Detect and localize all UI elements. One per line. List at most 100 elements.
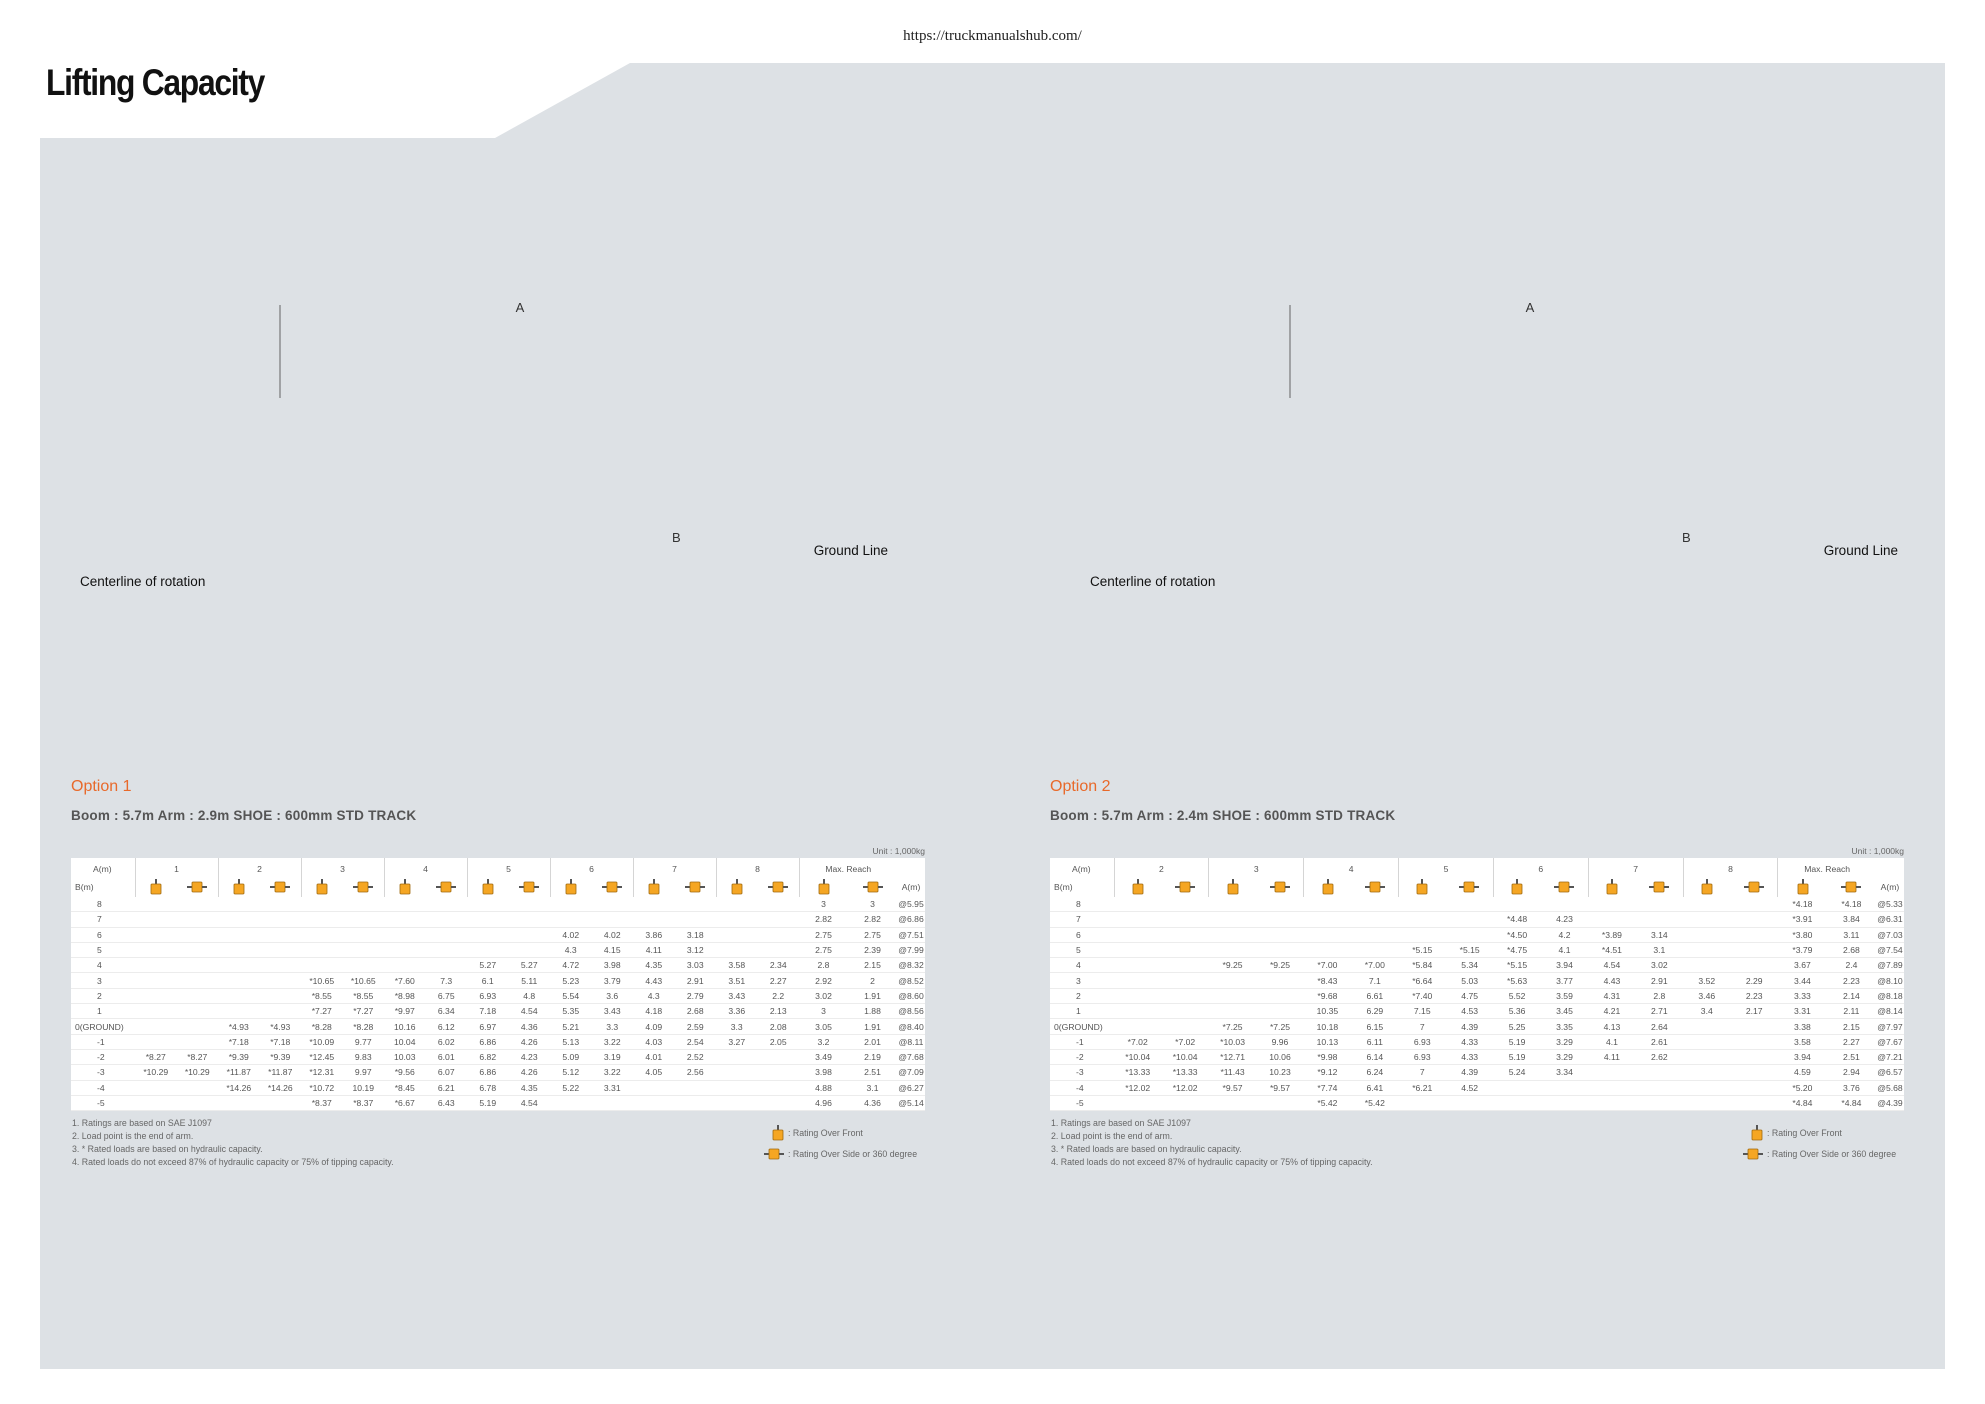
- capacity-cell: [1493, 1095, 1541, 1112]
- capacity-cell: 2.8: [1635, 988, 1684, 1005]
- a-axis-label: A(m): [93, 864, 112, 874]
- side-rating-icon: [343, 877, 385, 897]
- capacity-cell: [1208, 927, 1257, 943]
- capacity-cell: 3.1: [1635, 942, 1684, 959]
- capacity-cell: [1445, 897, 1494, 913]
- front-rating-icon: [1682, 877, 1731, 897]
- capacity-cell: 6.43: [425, 1095, 467, 1112]
- capacity-cell: [1730, 957, 1778, 974]
- option-1-section: Option 1 Boom : 5.7m Arm : 2.9m SHOE : 6…: [71, 778, 931, 1112]
- capacity-cell: [384, 942, 426, 959]
- capacity-cell: [1161, 988, 1209, 1005]
- capacity-cell: 2.27: [757, 972, 799, 989]
- capacity-cell: [218, 1003, 260, 1020]
- max-reach-cell: 2.14: [1826, 988, 1876, 1005]
- max-reach-cell: @6.57: [1875, 1064, 1904, 1081]
- capacity-cell: [1114, 897, 1162, 913]
- capacity-cell: 4.36: [508, 1018, 550, 1035]
- capacity-cell: *5.15: [1398, 942, 1446, 959]
- capacity-cell: *4.51: [1588, 942, 1636, 959]
- legend: : Rating Over Front : Rating Over Side o…: [1739, 1122, 1959, 1164]
- capacity-cell: 2.34: [757, 957, 799, 974]
- capacity-cell: 3.46: [1683, 988, 1731, 1005]
- capacity-cell: 3.19: [591, 1049, 633, 1066]
- capacity-cell: *10.65: [342, 972, 384, 989]
- capacity-cell: 3.18: [674, 927, 716, 943]
- capacity-cell: 6.93: [467, 988, 509, 1005]
- capacity-cell: 6.15: [1351, 1018, 1399, 1035]
- capacity-cell: [550, 897, 592, 913]
- capacity-cell: *6.64: [1398, 972, 1446, 989]
- reach-distance-header: A(m): [1880, 882, 1900, 892]
- capacity-cell: *9.12: [1303, 1064, 1352, 1081]
- capacity-cell: 6.14: [1351, 1049, 1399, 1066]
- column-header: 7: [1587, 858, 1684, 877]
- capacity-cell: [1114, 942, 1162, 959]
- side-rating-icon: [1351, 877, 1398, 897]
- capacity-cell: 4.72: [550, 957, 592, 974]
- capacity-cell: 4.26: [508, 1034, 550, 1050]
- capacity-cell: 3.29: [1540, 1034, 1589, 1050]
- max-reach-header: Max. Reach: [798, 858, 898, 877]
- b-axis-label: B(m): [1054, 882, 1073, 892]
- capacity-cell: *8.37: [301, 1095, 343, 1112]
- option-title: Option 2: [1050, 778, 1111, 795]
- column-header: 6: [549, 858, 633, 877]
- capacity-cell: [342, 957, 384, 974]
- capacity-cell: 4.33: [1445, 1049, 1494, 1066]
- capacity-cell: [1114, 911, 1162, 928]
- side-rating-icon: [1446, 877, 1493, 897]
- capacity-cell: [1730, 1080, 1778, 1096]
- capacity-cell: [176, 942, 218, 959]
- max-reach-cell: 3.94: [1777, 1049, 1827, 1066]
- capacity-cell: *7.60: [384, 972, 426, 989]
- max-reach-cell: 4.88: [799, 1080, 848, 1096]
- capacity-cell: [1256, 1095, 1304, 1112]
- max-reach-cell: 3.67: [1777, 957, 1827, 974]
- capacity-cell: 10.18: [1303, 1018, 1352, 1035]
- table-row: 8*4.18*4.18@5.33: [1050, 897, 1904, 913]
- capacity-cell: 4.2: [1540, 927, 1589, 943]
- max-reach-cell: 3.33: [1777, 988, 1827, 1005]
- capacity-cell: [218, 911, 260, 928]
- capacity-cell: [384, 957, 426, 974]
- capacity-cell: [1114, 927, 1162, 943]
- a-axis-label: A(m): [1072, 864, 1091, 874]
- capacity-cell: [301, 897, 343, 913]
- capacity-cell: [591, 911, 633, 928]
- capacity-cell: *10.09: [301, 1034, 343, 1050]
- capacity-cell: 6.78: [467, 1080, 509, 1096]
- capacity-cell: [384, 927, 426, 943]
- capacity-cell: [1303, 911, 1352, 928]
- max-reach-cell: 2: [848, 972, 898, 989]
- row-height-label: 5: [1050, 942, 1114, 959]
- capacity-cell: *9.56: [384, 1064, 426, 1081]
- capacity-cell: *7.27: [301, 1003, 343, 1020]
- capacity-cell: [467, 911, 509, 928]
- capacity-cell: [259, 988, 301, 1005]
- max-reach-cell: @6.27: [897, 1080, 926, 1096]
- capacity-cell: *7.02: [1114, 1034, 1162, 1050]
- capacity-cell: [176, 1018, 218, 1035]
- capacity-cell: 6.41: [1351, 1080, 1399, 1096]
- capacity-cell: 5.19: [467, 1095, 509, 1112]
- capacity-cell: 5.36: [1493, 1003, 1541, 1020]
- max-reach-cell: *3.79: [1777, 942, 1827, 959]
- capacity-cell: [176, 927, 218, 943]
- capacity-cell: 6.93: [1398, 1049, 1446, 1066]
- capacity-cell: [259, 957, 301, 974]
- legend-front-label: : Rating Over Front: [788, 1127, 863, 1138]
- capacity-cell: [1114, 1095, 1162, 1112]
- capacity-cell: 5.27: [467, 957, 509, 974]
- capacity-cell: *10.04: [1114, 1049, 1162, 1066]
- capacity-cell: 3.51: [716, 972, 758, 989]
- capacity-cell: [716, 1049, 758, 1066]
- capacity-cell: [259, 897, 301, 913]
- capacity-cell: 4.43: [633, 972, 675, 989]
